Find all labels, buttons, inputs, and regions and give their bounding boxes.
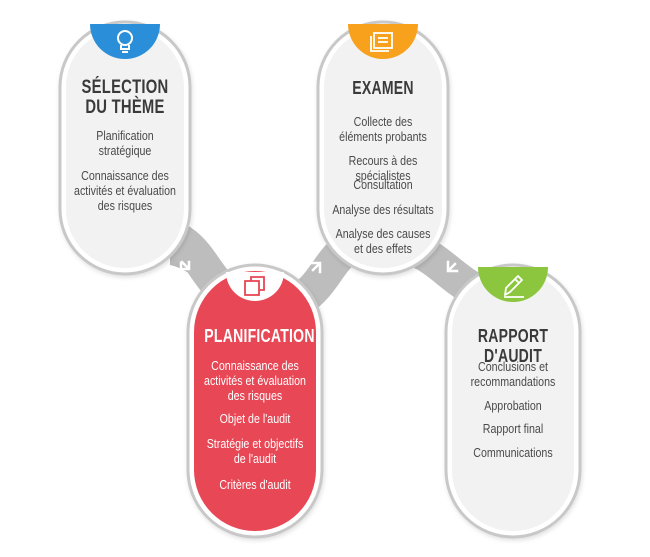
stage-item-line: activités et évaluation <box>204 373 306 388</box>
stage-item-line: Recours à des spécialistes <box>348 153 418 183</box>
stage-item-line: Conclusions et <box>478 359 548 374</box>
stage-item-line: stratégique <box>98 143 152 158</box>
card-examen <box>316 20 450 276</box>
connector-arrows <box>179 260 459 274</box>
badge-selection <box>90 24 160 59</box>
stage-item-line: Objet de l'audit <box>219 411 291 426</box>
stage-item: Consultation <box>322 177 443 192</box>
stage-item-line: Approbation <box>484 398 542 413</box>
stage-item-line: Critères d'audit <box>219 477 291 492</box>
stage-title-line: EXAMEN <box>352 78 414 98</box>
stage-title-line: SÉLECTION <box>81 77 169 98</box>
stage-item-line: éléments probants <box>339 129 427 144</box>
pencil-icon <box>504 275 524 298</box>
stage-item-line: des risques <box>97 198 153 213</box>
stage-item-line: Stratégie et objectifs <box>206 436 304 451</box>
stage-title: RAPPORT D'AUDIT <box>462 326 563 366</box>
lightbulb-icon <box>117 30 133 53</box>
stage-item-line: Rapport final <box>482 421 544 436</box>
stage-item-line: et des effets <box>354 241 412 256</box>
stage-item: Approbation <box>452 398 575 413</box>
stage-item-line: Connaissance des <box>81 168 169 183</box>
documents-icon <box>370 32 393 52</box>
stage-item: Recours à des spécialistes <box>322 153 443 183</box>
stage-item: Communications <box>452 445 575 460</box>
stage-item-line: Connaissance des <box>211 358 299 373</box>
stage-item-line: activités et évaluation <box>74 183 176 198</box>
stage-item-line: Analyse des causes <box>335 226 431 241</box>
stage-item-line: Collecte des <box>353 114 413 129</box>
stage-item: Analyse des résultats <box>322 202 443 217</box>
stacked-squares-icon <box>244 276 265 296</box>
stage-title-line: PLANIFICATION <box>204 326 315 346</box>
stage-item-line: Communications <box>473 445 553 460</box>
stage-item-line: de l'audit <box>233 451 277 466</box>
badge-rapport <box>478 267 548 302</box>
stage-title: PLANIFICATION <box>204 326 315 346</box>
arrow-down-right-icon-1 <box>179 260 191 273</box>
badge-planification <box>226 272 284 301</box>
stage-title-line: RAPPORT D'AUDIT <box>477 326 549 366</box>
stage-item-line: recommandations <box>470 374 556 389</box>
stage-item: Critères d'audit <box>194 477 317 492</box>
stage-item: Objet de l'audit <box>194 411 317 426</box>
card-rapport <box>444 263 582 539</box>
stage-item-line: Consultation <box>353 177 413 192</box>
stage-item-line: Planification <box>96 128 154 143</box>
card-selection <box>58 20 192 276</box>
card-planification <box>186 263 324 539</box>
stage-item-line: Analyse des résultats <box>332 202 434 217</box>
badge-examen <box>348 24 418 59</box>
stage-title: EXAMEN <box>333 78 433 98</box>
arrow-down-right-icon-2 <box>446 260 459 273</box>
arrow-up-right-icon <box>309 261 322 274</box>
stage-title-line: DU THÈME <box>85 97 165 118</box>
stage-item-line: des risques <box>227 388 283 403</box>
stage-item: Rapport final <box>452 421 575 436</box>
